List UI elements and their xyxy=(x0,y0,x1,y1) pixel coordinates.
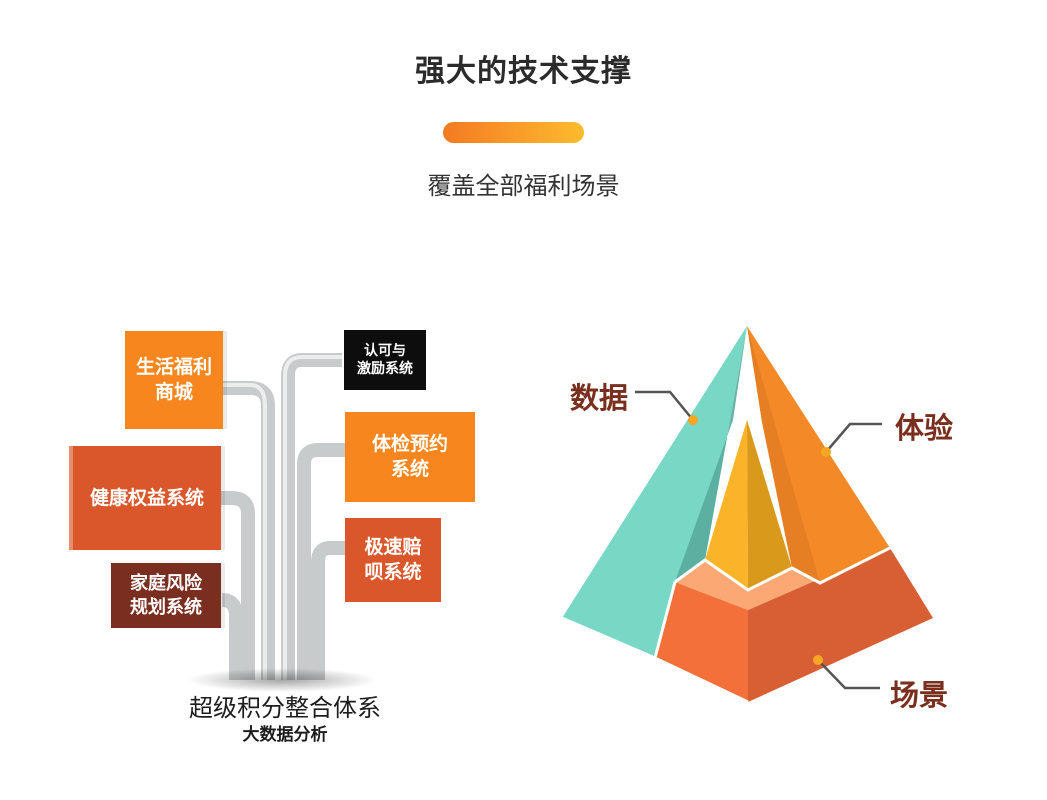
integration-caption: 超级积分整合体系 xyxy=(189,694,381,722)
pyramid-graphic xyxy=(561,326,933,704)
box-family-risk-planning: 家庭风险 规划系统 xyxy=(111,563,221,628)
page-title: 强大的技术支撑 xyxy=(415,54,632,89)
pyramid-experience-face-shade xyxy=(747,326,820,583)
integration-subcaption: 大数据分析 xyxy=(242,725,328,745)
pipes-graphic xyxy=(187,353,377,692)
box-checkup-booking: 体检预约 系统 xyxy=(345,412,475,502)
pyramid-base-left-face xyxy=(655,582,748,702)
title-accent-bar xyxy=(443,122,584,143)
experience-marker-dot xyxy=(821,447,831,457)
page-subtitle: 覆盖全部福利场景 xyxy=(427,172,620,200)
pyramid-label-scene: 场景 xyxy=(890,678,949,712)
pyramid-data-face xyxy=(562,326,747,658)
box-fast-claims: 极速赔 呗系统 xyxy=(345,518,441,602)
pyramid-base-right-face xyxy=(748,548,933,702)
pyramid-label-data: 数据 xyxy=(570,381,629,415)
box-health-rights-system: 健康权益系统 xyxy=(69,446,221,550)
pyramid-inner-right xyxy=(747,420,792,590)
data-marker-dot xyxy=(688,415,698,425)
box-life-welfare-mall: 生活福利 商城 xyxy=(125,331,223,429)
pyramid-label-experience: 体验 xyxy=(895,411,954,445)
pyramid-inner-left xyxy=(705,420,748,590)
box-recognition-incentive: 认可与 激励系统 xyxy=(344,330,426,390)
scene-marker-dot xyxy=(813,655,823,665)
